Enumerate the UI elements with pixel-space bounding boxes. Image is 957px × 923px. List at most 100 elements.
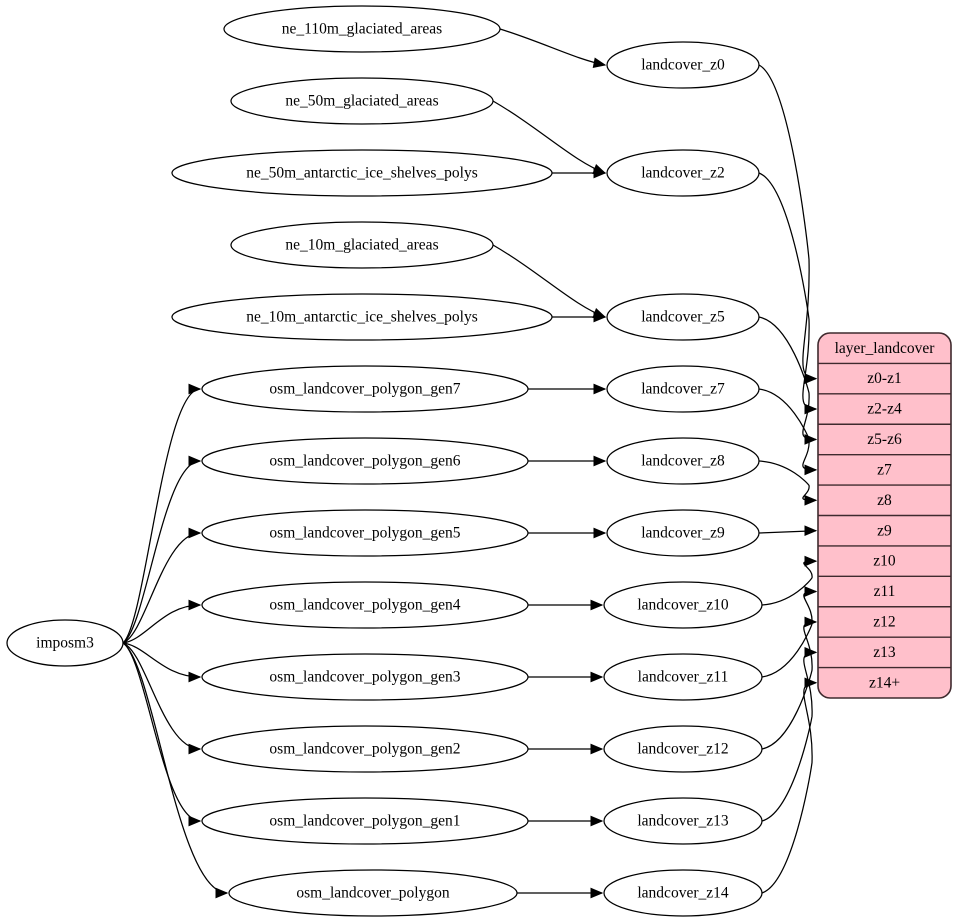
edge-arrowhead [804,525,818,537]
node-osm_landcover_polygon_gen1[interactable]: osm_landcover_polygon_gen1 [201,797,529,845]
node-shape [603,581,763,629]
node-osm_landcover_polygon_gen5[interactable]: osm_landcover_polygon_gen5 [201,509,529,557]
table-row[interactable]: z2-z4 [818,394,951,424]
node-shape [230,77,494,125]
table-row[interactable]: z14+ [818,668,951,698]
node-label: osm_landcover_polygon [296,885,450,902]
edge-landcover_z0-to-z0-z1 [758,64,818,384]
edge-path [122,532,201,644]
table-row[interactable]: z11 [818,576,951,606]
table-row[interactable]: z8 [818,485,951,515]
node-landcover_z8[interactable]: landcover_z8 [606,437,760,485]
node-ne_10m_glaciated_areas[interactable]: ne_10m_glaciated_areas [230,221,494,269]
table-row[interactable]: z12 [818,607,951,637]
node-landcover_z9[interactable]: landcover_z9 [606,509,760,557]
edge-arrowhead [804,494,818,506]
node-label: landcover_z5 [641,309,725,326]
edge-landcover_z13-to-z13 [761,647,818,822]
edge-landcover_z14-to-z14+ [761,677,818,894]
node-label: landcover_z0 [641,57,725,74]
table-row[interactable]: z7 [818,455,951,485]
node-label: landcover_z14 [637,885,728,902]
node-ne_110m_glaciated_areas[interactable]: ne_110m_glaciated_areas [223,5,501,53]
edge-arrowhead [590,815,604,827]
node-label: ne_50m_glaciated_areas [285,93,438,110]
edge-osm_landcover_polygon_gen4-to-landcover_z10 [528,599,604,611]
edge-path [761,621,817,750]
node-osm_landcover_polygon_gen7[interactable]: osm_landcover_polygon_gen7 [201,365,529,413]
node-imposm3[interactable]: imposm3 [6,619,124,667]
node-ne_50m_glaciated_areas[interactable]: ne_50m_glaciated_areas [230,77,494,125]
edge-arrowhead [593,527,607,539]
table-row[interactable]: z0-z1 [818,363,951,393]
edge-arrowhead [804,677,818,689]
node-landcover_z7[interactable]: landcover_z7 [606,365,760,413]
table-row-label: z11 [874,583,896,600]
node-label: landcover_z10 [637,597,728,614]
table-row[interactable]: z9 [818,516,951,546]
node-osm_landcover_polygon_gen6[interactable]: osm_landcover_polygon_gen6 [201,437,529,485]
node-shape [606,41,760,89]
edge-imposm3-to-osm_landcover_polygon_gen4 [122,599,202,644]
table-row-label: z7 [877,461,892,478]
node-ne_50m_antarctic_ice_shelves_polys[interactable]: ne_50m_antarctic_ice_shelves_polys [171,149,553,197]
node-osm_landcover_polygon_gen3[interactable]: osm_landcover_polygon_gen3 [201,653,529,701]
edge-path [122,642,201,822]
table-layer-landcover[interactable]: layer_landcover z0-z1 z2-z4 z5-z6 z7 z8 z9 z10 z… [817,332,952,699]
node-landcover_z10[interactable]: landcover_z10 [603,581,763,629]
edge-osm_landcover_polygon_gen3-to-landcover_z11 [528,671,604,683]
edge-arrowhead [188,455,202,467]
node-shape [171,293,553,341]
table-row[interactable]: z13 [818,637,951,667]
edge-arrowhead [188,599,202,611]
edge-arrowhead [590,887,604,899]
node-osm_landcover_polygon[interactable]: osm_landcover_polygon [228,869,518,917]
node-shape [606,437,760,485]
node-landcover_z2[interactable]: landcover_z2 [606,149,760,197]
node-shape [606,509,760,557]
table-row-label: z9 [877,522,892,539]
node-landcover_z5[interactable]: landcover_z5 [606,293,760,341]
node-landcover_z14[interactable]: landcover_z14 [603,869,763,917]
table-row[interactable]: z5-z6 [818,424,951,454]
node-label: ne_10m_antarctic_ice_shelves_polys [246,309,478,326]
edge-arrowhead [188,815,202,827]
edge-arrowhead [804,464,818,476]
node-landcover_z12[interactable]: landcover_z12 [603,725,763,773]
node-label: landcover_z12 [637,741,728,758]
edge-path [499,28,606,66]
node-shape [6,619,124,667]
edge-ne_10m_antarctic_ice_shelves_polys-to-landcover_z5 [552,311,607,323]
table-row-label: z5-z6 [867,431,902,448]
node-osm_landcover_polygon_gen2[interactable]: osm_landcover_polygon_gen2 [201,725,529,773]
node-label: osm_landcover_polygon_gen5 [269,525,460,542]
table-row-label: z10 [873,553,896,570]
table-row-label: z2-z4 [867,401,902,418]
node-osm_landcover_polygon_gen4[interactable]: osm_landcover_polygon_gen4 [201,581,529,629]
edge-imposm3-to-osm_landcover_polygon_gen2 [122,642,202,755]
edge-path [122,642,228,894]
node-shape [223,5,501,53]
node-shape [606,293,760,341]
table-row-label: z14+ [869,674,900,691]
edge-landcover_z8-to-z8 [758,460,818,506]
table-row[interactable]: z10 [818,546,951,576]
edge-ne_110m_glaciated_areas-to-landcover_z0 [499,28,607,69]
edge-path [758,460,817,501]
edge-arrowhead [188,671,202,683]
edge-arrowhead [593,167,607,179]
edge-imposm3-to-osm_landcover_polygon_gen6 [122,455,202,644]
edge-imposm3-to-osm_landcover_polygon_gen1 [122,642,202,827]
node-landcover_z0[interactable]: landcover_z0 [606,41,760,89]
node-shape [201,365,529,413]
node-landcover_z11[interactable]: landcover_z11 [603,653,763,701]
node-landcover_z13[interactable]: landcover_z13 [603,797,763,845]
table-header-label: layer_landcover [835,340,936,357]
edge-path [122,460,201,644]
edge-arrowhead [590,743,604,755]
edge-osm_landcover_polygon_gen6-to-landcover_z8 [528,455,607,467]
edge-path [122,388,201,644]
node-ne_10m_antarctic_ice_shelves_polys[interactable]: ne_10m_antarctic_ice_shelves_polys [171,293,553,341]
edges-layer [122,28,818,899]
